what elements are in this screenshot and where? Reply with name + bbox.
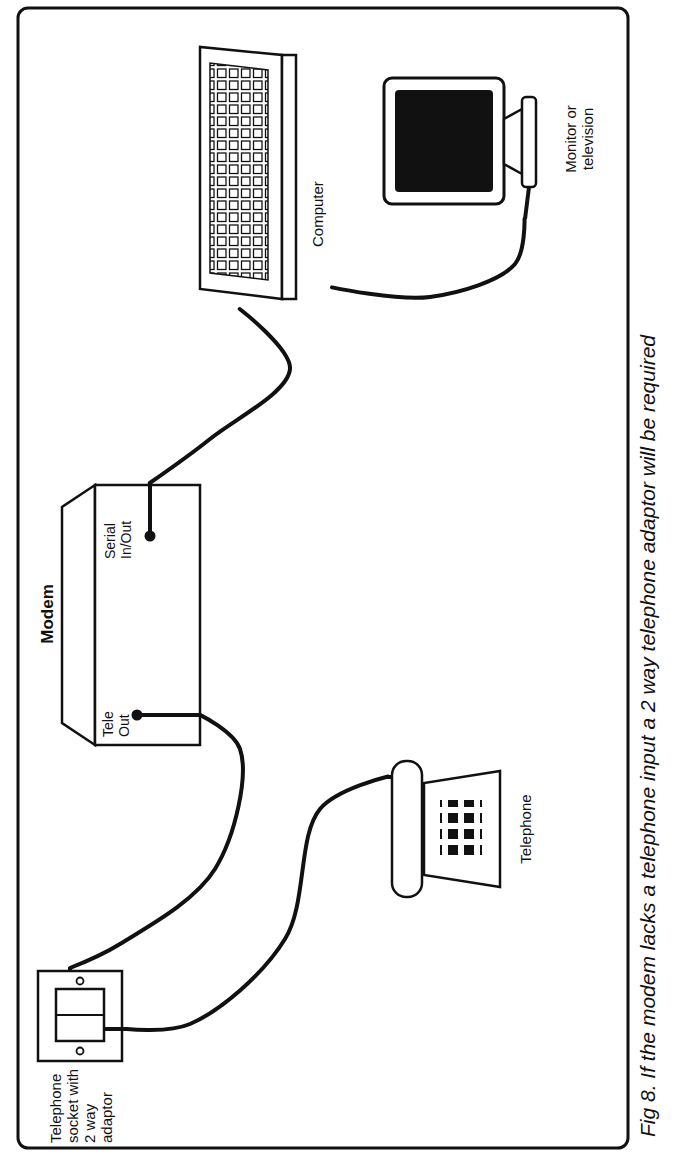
telephone-handset bbox=[392, 761, 422, 897]
socket-screw bbox=[77, 1048, 84, 1055]
computer-node: Computer bbox=[190, 39, 332, 309]
socket-plate bbox=[38, 971, 122, 1061]
adaptor-divider bbox=[56, 1014, 104, 1016]
keyboard-top bbox=[200, 47, 282, 299]
node-label: Computer bbox=[309, 181, 326, 247]
cable-stub bbox=[137, 713, 200, 717]
cable-stub bbox=[104, 1027, 127, 1031]
modem-front bbox=[95, 485, 200, 745]
monitor-screen bbox=[395, 90, 493, 192]
keyboard-front bbox=[282, 55, 296, 299]
cable bbox=[332, 219, 525, 298]
telephone-keypad bbox=[440, 800, 482, 858]
cable bbox=[127, 777, 388, 1031]
node-label: Modem bbox=[38, 584, 58, 644]
figure-caption: Fig 8. If the modem lacks a telephone in… bbox=[636, 335, 660, 1137]
monitor-base bbox=[522, 97, 536, 187]
node-label: Telephone bbox=[517, 794, 534, 863]
node-label: Telephone socket with 2 way adaptor bbox=[47, 1067, 116, 1143]
two-way-adaptor bbox=[56, 989, 104, 1041]
modem-top bbox=[62, 485, 95, 745]
port-socket bbox=[132, 710, 143, 721]
cable bbox=[150, 309, 290, 483]
cable bbox=[70, 715, 243, 968]
monitor-node: Monitor or television bbox=[378, 59, 600, 219]
node-label: Monitor or television bbox=[562, 96, 597, 182]
monitor-case bbox=[384, 78, 504, 204]
keyboard-keys bbox=[210, 63, 268, 280]
port-label: Serial In/Out bbox=[102, 505, 134, 559]
monitor-stand bbox=[504, 109, 522, 174]
figure-frame bbox=[18, 8, 628, 1148]
port-label: Tele Out bbox=[100, 701, 132, 737]
socket-screw bbox=[77, 978, 84, 985]
telephone-node: Telephone bbox=[388, 754, 538, 904]
cable-stub bbox=[148, 483, 152, 536]
port-socket bbox=[145, 531, 156, 542]
socket-node: Telephone socket with 2 way adaptor bbox=[35, 968, 127, 1145]
cable-stub bbox=[525, 187, 529, 219]
telephone-body bbox=[424, 771, 500, 887]
